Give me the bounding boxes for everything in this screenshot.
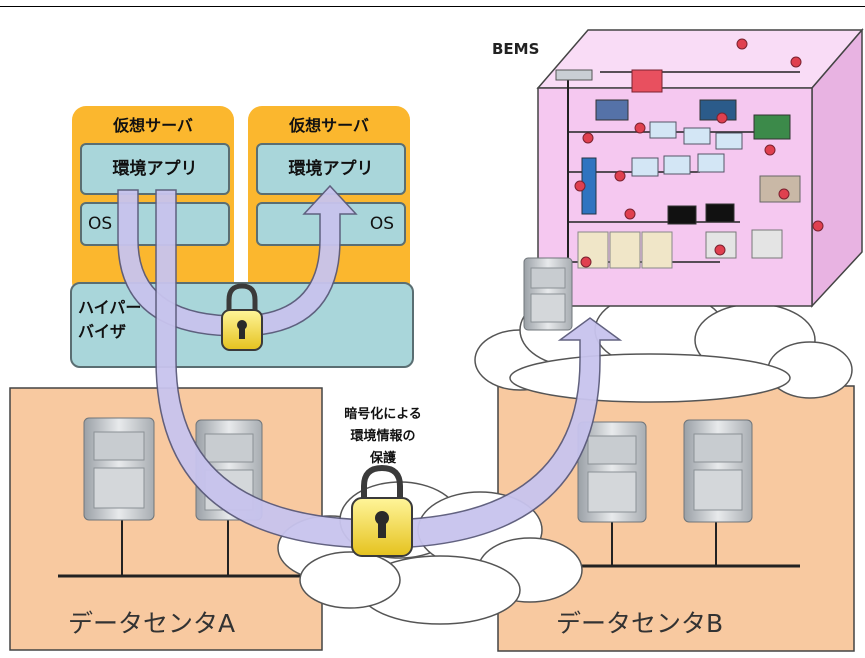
encryption-caption-line3: 保護 <box>369 451 396 466</box>
bems-label: BEMS <box>492 40 540 58</box>
environment-app-box: 環境アプリ <box>80 143 230 195</box>
encryption-caption-line1: 暗号化による <box>344 407 422 422</box>
hypervisor-label: ハイパー バイザ <box>78 296 141 344</box>
server-icon-b2 <box>683 419 753 523</box>
virtual-server-left: 仮想サーバ 環境アプリ OS <box>72 106 234 296</box>
virtual-server-title: 仮想サーバ <box>289 116 369 135</box>
building <box>536 27 864 308</box>
hypervisor-label-line2: バイザ <box>78 322 127 341</box>
datacenter-a-label: データセンタA <box>68 609 236 638</box>
hypervisor-box: ハイパー バイザ <box>70 282 414 368</box>
os-label: OS <box>88 214 113 234</box>
server-icon-cloud <box>523 257 573 331</box>
lock-icon-network <box>351 464 413 557</box>
top-rule <box>0 6 865 7</box>
datacenter-transfer-arrow <box>155 189 623 549</box>
server-icon-b1 <box>577 421 647 523</box>
os-box: OS <box>80 202 230 246</box>
encryption-caption-line2: 環境情報の <box>350 429 416 444</box>
encryption-caption: 暗号化による 環境情報の 保護 <box>318 404 448 470</box>
datacenter-b-label: データセンタB <box>556 609 724 638</box>
os-label: OS <box>369 214 394 234</box>
lock-icon-hypervisor <box>221 283 263 351</box>
virtual-server-title: 仮想サーバ <box>113 116 193 135</box>
server-icon-a1 <box>83 417 155 521</box>
datacenter-b-box <box>497 385 855 652</box>
hypervisor-label-line1: ハイパー <box>78 298 142 317</box>
